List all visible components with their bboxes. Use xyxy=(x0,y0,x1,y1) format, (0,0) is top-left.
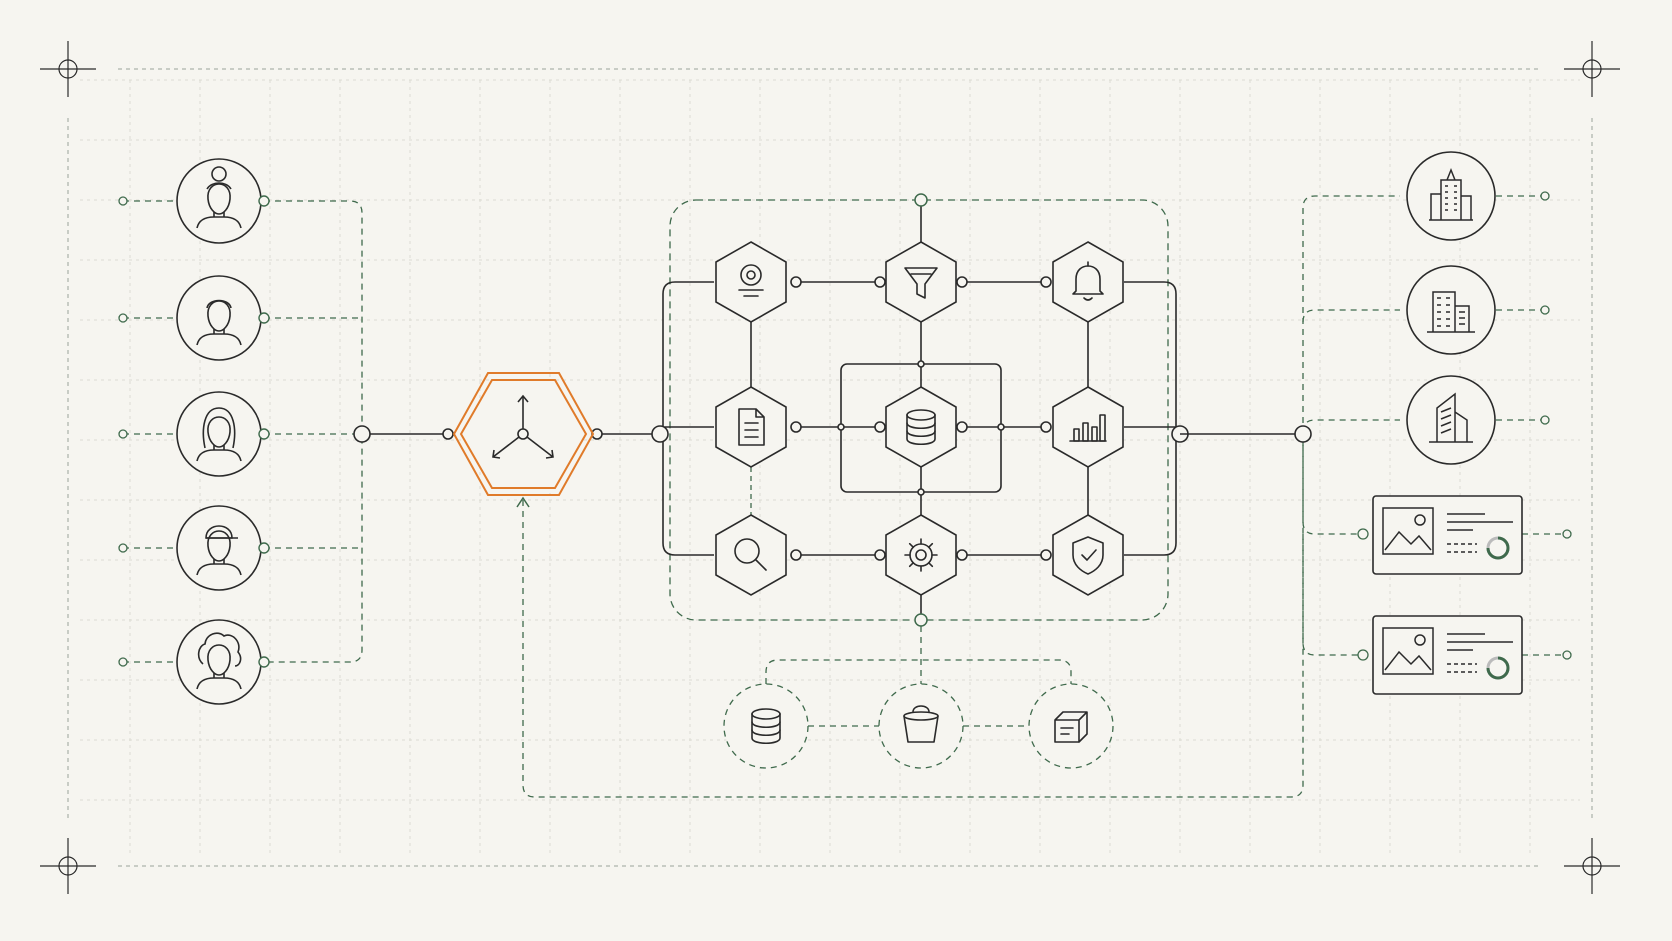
output-card[interactable] xyxy=(1372,615,1523,695)
filter-funnel-icon xyxy=(904,267,938,299)
frame-lines xyxy=(67,68,1593,867)
storage-nodes xyxy=(723,683,1114,769)
user-man-cap[interactable] xyxy=(176,505,270,591)
feedback-loop-line xyxy=(522,434,1303,798)
archive-box-icon xyxy=(1054,711,1088,743)
bucket-icon xyxy=(903,705,939,743)
output-connectors xyxy=(1180,191,1572,661)
webcam-icon xyxy=(738,264,764,297)
database-icon xyxy=(751,708,781,745)
output-card[interactable] xyxy=(1372,495,1523,575)
service-node[interactable] xyxy=(1052,241,1124,323)
search-icon xyxy=(734,538,767,571)
person-icon xyxy=(196,166,242,229)
service-node[interactable] xyxy=(715,386,787,468)
storage-node[interactable] xyxy=(878,683,964,769)
image-card-icon xyxy=(1382,507,1434,555)
output-building[interactable] xyxy=(1406,151,1496,241)
progress-ring xyxy=(1486,536,1510,560)
user-woman-bun[interactable] xyxy=(176,158,270,244)
processing-cluster xyxy=(651,193,1189,627)
service-node[interactable] xyxy=(1052,386,1124,468)
user-curly-hair[interactable] xyxy=(176,619,270,705)
registration-marks xyxy=(40,41,1620,894)
background-grid xyxy=(80,79,1580,855)
router-node[interactable] xyxy=(452,372,595,496)
user-man[interactable] xyxy=(176,275,270,361)
feedback-arrowhead xyxy=(516,496,530,508)
split-arrows-icon xyxy=(492,394,554,459)
progress-ring xyxy=(1486,656,1510,680)
service-node[interactable] xyxy=(715,514,787,596)
bell-icon xyxy=(1072,261,1104,301)
person-icon xyxy=(196,632,242,690)
person-icon xyxy=(196,525,242,576)
building-modern-icon xyxy=(1429,392,1473,443)
registration-mark-bottom-right xyxy=(1564,838,1620,894)
user-group xyxy=(176,158,270,705)
person-icon xyxy=(196,299,242,346)
storage-node[interactable] xyxy=(1028,683,1114,769)
service-nodes xyxy=(715,241,1124,596)
shield-check-icon xyxy=(1072,536,1104,575)
service-node[interactable] xyxy=(885,514,957,596)
service-node[interactable] xyxy=(885,386,957,468)
image-card-icon xyxy=(1382,627,1434,675)
person-icon xyxy=(196,407,242,462)
service-node[interactable] xyxy=(715,241,787,323)
registration-mark-top-right xyxy=(1564,41,1620,97)
storage-connectors xyxy=(765,626,1072,727)
output-building[interactable] xyxy=(1406,265,1496,355)
output-nodes xyxy=(1372,151,1523,695)
card-text-lines xyxy=(1447,513,1513,553)
gear-icon xyxy=(904,538,938,572)
registration-mark-bottom-left xyxy=(40,838,96,894)
building-office-icon xyxy=(1427,291,1475,333)
database-icon xyxy=(906,409,936,446)
storage-node[interactable] xyxy=(723,683,809,769)
user-woman-long-hair[interactable] xyxy=(176,391,270,477)
building-tower-icon xyxy=(1429,167,1473,221)
output-building[interactable] xyxy=(1406,375,1496,465)
document-icon xyxy=(738,408,765,446)
service-node[interactable] xyxy=(1052,514,1124,596)
service-node[interactable] xyxy=(885,241,957,323)
card-text-lines xyxy=(1447,633,1513,673)
bar-chart-icon xyxy=(1069,414,1107,442)
registration-mark-top-left xyxy=(40,41,96,97)
